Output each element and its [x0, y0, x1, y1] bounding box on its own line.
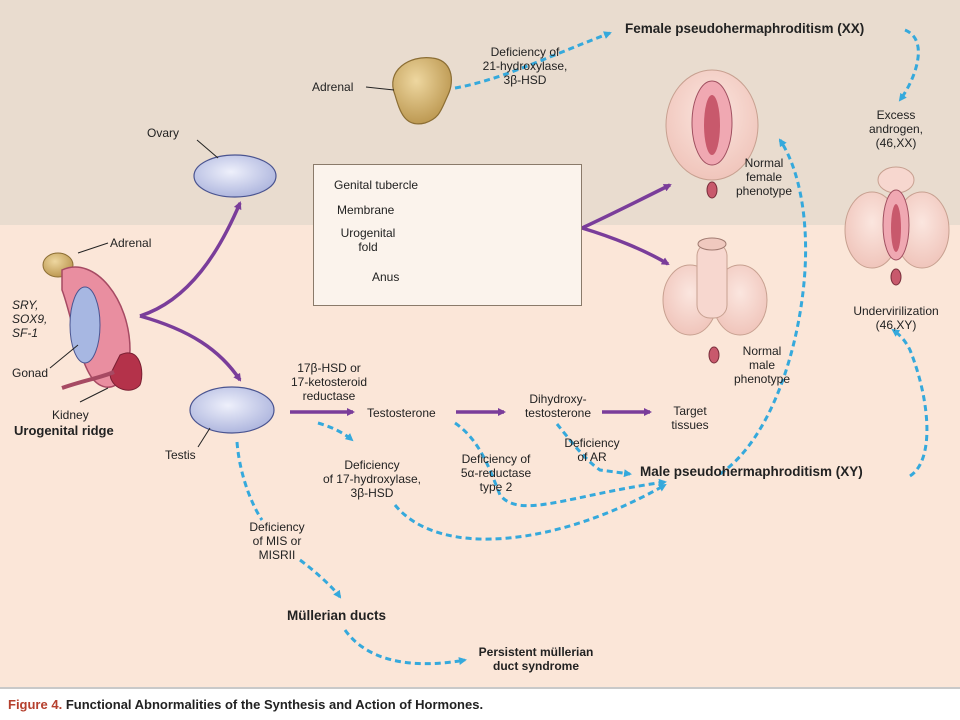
gonad-label: Gonad [12, 366, 49, 380]
ambiguous-genitalia-shape [844, 166, 950, 286]
female-genitalia-shape [665, 69, 759, 199]
adrenal-left-label: Adrenal [110, 236, 152, 250]
diagram-graphics [42, 28, 950, 666]
testosterone-label: Testosterone [367, 406, 436, 420]
membrane-label: Membrane [337, 203, 395, 217]
mullerian-ducts-label: Müllerian ducts [287, 608, 387, 623]
male-pseudohermaphroditism-label: Male pseudohermaphroditism (XY) [640, 464, 863, 479]
genital-tubercle-inset [313, 164, 582, 306]
ovary-shape [193, 154, 277, 198]
urogenital-ridge-label: Urogenital ridge [14, 423, 114, 438]
testis-shape [189, 386, 275, 434]
female-pseudohermaphroditism-label: Female pseudohermaphroditism (XX) [625, 21, 865, 36]
ovary-label: Ovary [147, 126, 180, 140]
figure-number: Figure 4. [8, 697, 63, 712]
figure-caption: Figure 4. Functional Abnormalities of th… [8, 697, 483, 712]
solid-arrows [139, 183, 672, 416]
genital-tubercle-label: Genital tubercle [334, 178, 419, 192]
dashed-arrows [235, 28, 929, 666]
male-genitalia-shape [662, 237, 768, 364]
caption-bar: Figure 4. Functional Abnormalities of th… [0, 687, 960, 720]
testis-label: Testis [165, 448, 196, 462]
genes-label: SRY,SOX9,SF-1 [12, 298, 48, 340]
anus-label: Anus [372, 270, 400, 284]
urogenital-ridge-shape [42, 252, 143, 391]
adrenal-top-label: Adrenal [312, 80, 354, 94]
undervirilization-label: Undervirilization(46,XY) [853, 304, 939, 332]
dihydrotestosterone-label: Dihydroxy-testosterone [524, 392, 592, 420]
adrenal-top-shape [392, 57, 452, 125]
kidney-label: Kidney [52, 408, 89, 422]
figure-title: Functional Abnormalities of the Synthesi… [65, 697, 484, 712]
